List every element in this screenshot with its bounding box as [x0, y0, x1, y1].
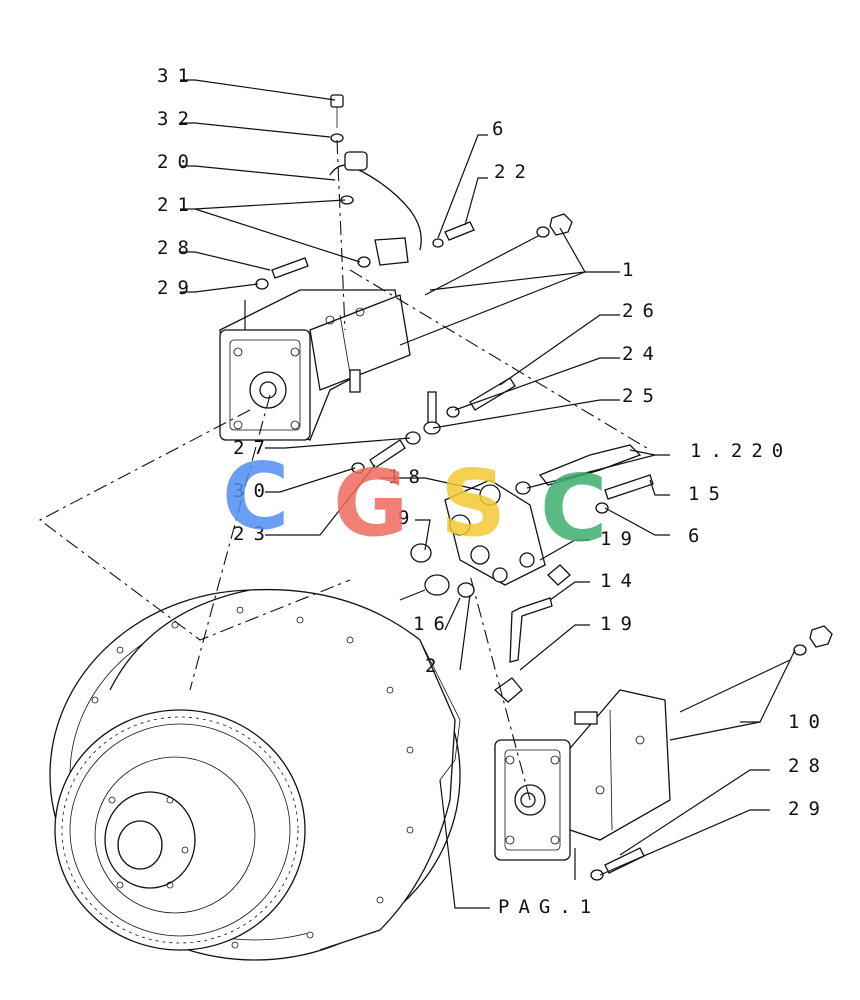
watermark-letter-3: S [440, 450, 506, 557]
callout-22: 22 [494, 161, 535, 183]
callout-19-top: 19 [600, 528, 641, 550]
upper-hydraulic-pump [219, 289, 411, 441]
callout-28-top: 28 [157, 237, 198, 259]
callout-29-bottom: 29 [788, 798, 829, 820]
lower-hydraulic-pump [494, 689, 671, 861]
watermark-logo: C G S C [222, 443, 608, 562]
callout-18: 18 [388, 466, 429, 488]
callout-16: 16 [413, 613, 454, 635]
callout-2: 2 [425, 655, 445, 677]
hardware-parts [255, 94, 833, 881]
callout-21: 21 [157, 194, 198, 216]
callout-10: 10 [788, 711, 829, 733]
gearbox-housing [49, 588, 461, 961]
callout-15: 15 [688, 483, 729, 505]
center-lines [38, 139, 651, 801]
callout-pag-1: PAG.1 [498, 896, 600, 918]
callout-27: 27 [233, 437, 274, 459]
callout-32: 32 [157, 108, 198, 130]
watermark-letter-1: C [222, 443, 290, 550]
callout-labels: 31 32 20 21 28 29 6 22 1 26 24 25 27 1.2… [157, 65, 829, 918]
callout-29-top: 29 [157, 277, 198, 299]
callout-26: 26 [622, 300, 663, 322]
callout-25: 25 [622, 385, 663, 407]
callout-20: 20 [157, 151, 198, 173]
callout-19-bottom: 19 [600, 613, 641, 635]
callout-9: 9 [398, 507, 418, 529]
callout-31: 31 [157, 65, 198, 87]
callout-6-mid: 6 [688, 525, 708, 547]
callout-1-220: 1.220 [690, 440, 792, 462]
leader-lines [180, 79, 796, 909]
callout-14: 14 [600, 570, 641, 592]
callout-24: 24 [622, 343, 663, 365]
callout-28-bottom: 28 [788, 755, 829, 777]
callout-6-top: 6 [492, 118, 512, 140]
callout-1: 1 [622, 259, 642, 281]
watermark-letter-4: C [540, 455, 608, 562]
watermark-letter-2: G [333, 450, 409, 557]
callout-30: 30 [233, 480, 274, 502]
callout-23: 23 [233, 523, 274, 545]
